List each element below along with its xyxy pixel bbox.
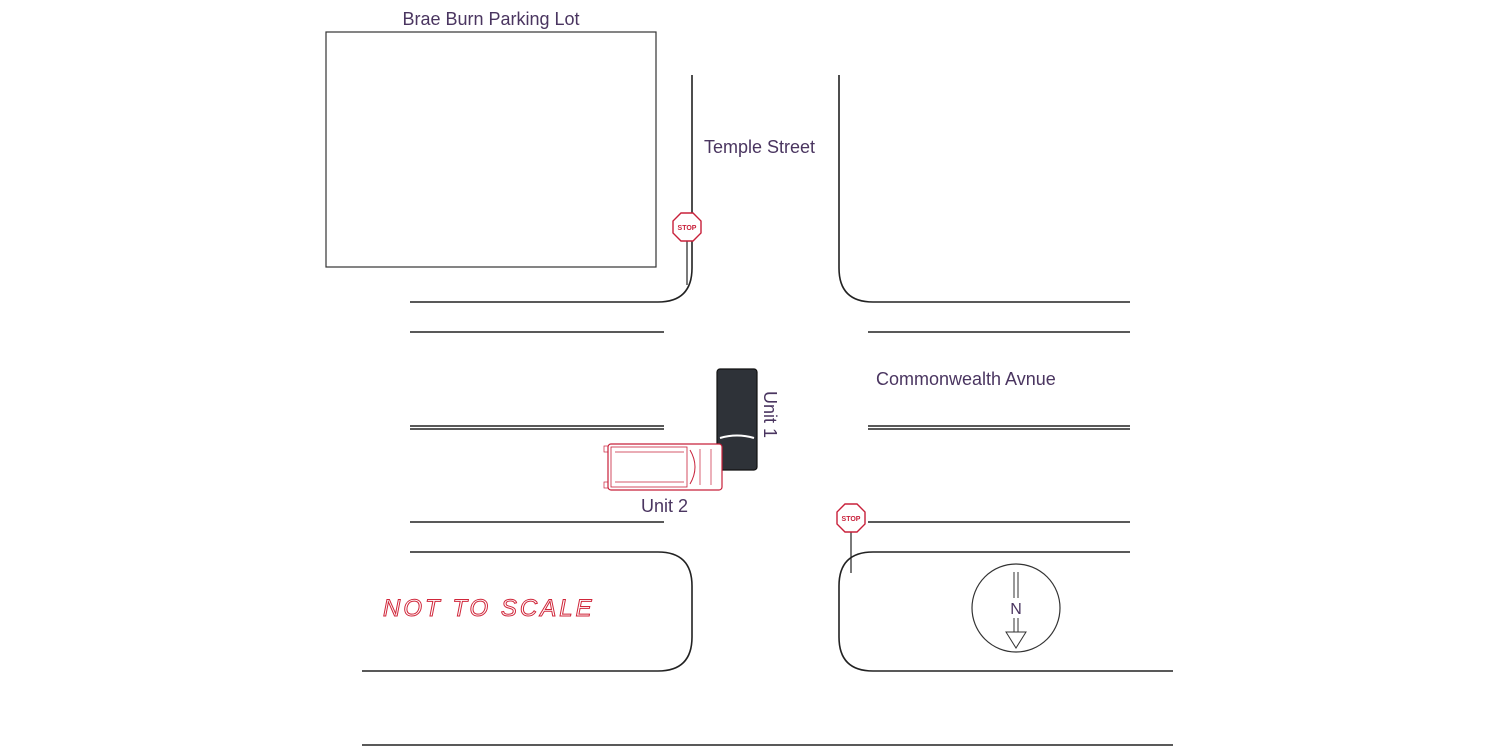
svg-text:STOP: STOP xyxy=(678,225,697,232)
southwest-block xyxy=(362,551,693,672)
unit-2-label: Unit 2 xyxy=(641,496,688,516)
temple-street-west-edge xyxy=(410,75,693,303)
north-label: N xyxy=(1010,601,1022,618)
stop-sign-southeast: STOP xyxy=(836,503,866,573)
svg-text:STOP: STOP xyxy=(842,516,861,523)
parking-lot xyxy=(325,31,657,268)
north-arrow-icon xyxy=(971,563,1061,653)
unit-1-vehicle xyxy=(716,368,758,471)
commonwealth-label: Commonwealth Avnue xyxy=(876,369,1056,389)
unit-1-label: Unit 1 xyxy=(760,391,780,438)
unit-2-vehicle xyxy=(603,443,723,491)
southeast-block xyxy=(838,551,1173,672)
parking-lot-label: Brae Burn Parking Lot xyxy=(402,9,579,29)
stop-sign-northwest: STOP xyxy=(672,212,702,285)
temple-street-label: Temple Street xyxy=(704,137,815,157)
not-to-scale-note: NOT TO SCALE xyxy=(383,595,595,622)
temple-street-east-edge xyxy=(838,75,1130,303)
